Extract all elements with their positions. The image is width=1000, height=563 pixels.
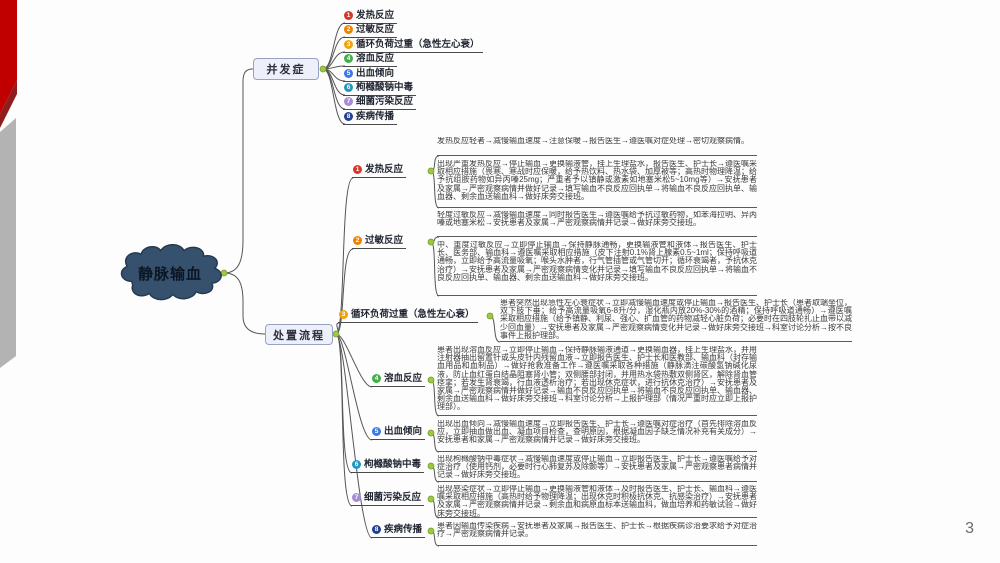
complication-item-1-label: 发热反应 xyxy=(356,10,395,21)
numbered-badge-icon: 6 xyxy=(344,83,353,92)
numbered-badge-icon: 8 xyxy=(344,112,353,121)
process-note-bleeding-tendency[interactable]: 出现出血倾向→减慢输血速度→立即报告医生、护士长→遵医嘱对症治疗（首先排除溶血反… xyxy=(437,420,757,452)
process-note-bacterial-contamination[interactable]: 出现感染症状→立即停止输血→更换输液管和液体→及时报告医生、护士长、输血科→遵医… xyxy=(437,485,757,518)
process-item-4-label: 溶血反应 xyxy=(384,373,423,384)
connector-cloud-process xyxy=(223,272,266,335)
complication-item-2[interactable]: 2 过敏反应 xyxy=(343,24,398,38)
complication-item-6[interactable]: 6 枸橼酸钠中毒 xyxy=(343,82,417,96)
process-note-disease-transmission[interactable]: 患者因输血传染疾病→安抚患者及家属→报告医生、护士长→根据疾病诊治要求给予对症治… xyxy=(437,522,757,546)
process-item-7-label: 细菌污染反应 xyxy=(364,492,422,503)
numbered-badge-icon: 2 xyxy=(353,236,362,245)
process-item-8[interactable]: 8 疾病传播 xyxy=(371,524,426,538)
process-note-fever-severe[interactable]: 出现严重发热反应→停止输血→更换输液管，挂上生理盐水，报告医生、护士长→遵医嘱采… xyxy=(437,160,757,208)
numbered-badge-icon: 7 xyxy=(352,493,361,502)
branch-process-label: 处置流程 xyxy=(273,329,325,342)
process-note-citrate-toxicity[interactable]: 出现枸橼酸钠中毒症状→减慢输血速度或停止输血→立即报告医生、护士长→遵医嘱给予对… xyxy=(437,455,757,482)
complication-item-8-label: 疾病传播 xyxy=(356,111,395,122)
branch-process[interactable]: 处置流程 xyxy=(265,324,333,345)
process-item-5-label: 出血倾向 xyxy=(384,426,423,437)
left-ribbon-decoration xyxy=(0,0,17,368)
complication-item-5[interactable]: 5 出血倾向 xyxy=(343,68,398,82)
complication-item-2-label: 过敏反应 xyxy=(356,24,395,35)
central-topic-label: 静脉输血 xyxy=(137,265,202,283)
process-item-6-label: 枸橼酸钠中毒 xyxy=(364,459,422,470)
numbered-badge-icon: 3 xyxy=(339,310,348,319)
process-note-allergy-mild[interactable]: 轻度过敏反应→减慢输血速度→同时报告医生→遵医嘱给予抗过敏药物，如苯海拉明、异丙… xyxy=(437,211,757,237)
complication-item-8[interactable]: 8 疾病传播 xyxy=(343,111,398,125)
process-item-3-label: 循环负荷过重（急性左心衰） xyxy=(351,309,475,320)
process-item-3[interactable]: 3 循环负荷过重（急性左心衰） xyxy=(338,309,478,323)
complication-item-4[interactable]: 4 溶血反应 xyxy=(343,53,398,67)
complication-item-7-label: 细菌污染反应 xyxy=(356,96,414,107)
numbered-badge-icon: 7 xyxy=(344,97,353,106)
complication-item-3-label: 循环负荷过重（急性左心衰） xyxy=(356,39,480,50)
process-item-2-label: 过敏反应 xyxy=(365,235,404,246)
numbered-badge-icon: 5 xyxy=(372,427,381,436)
process-note-hemolysis[interactable]: 患者出现溶血反应→立即停止输血→保持静脉输液通道→更换输血器，挂上生理盐水，并用… xyxy=(437,346,757,416)
complication-item-1[interactable]: 1 发热反应 xyxy=(343,10,398,24)
complication-item-3[interactable]: 3 循环负荷过重（急性左心衰） xyxy=(343,39,483,53)
process-note-circulatory-overload[interactable]: 患者突然出现急性左心衰症状→立即减慢输血速度或停止输血→报告医生、护士长（患者取… xyxy=(500,299,852,342)
complication-item-6-label: 枸橼酸钠中毒 xyxy=(356,82,414,93)
page-number: 3 xyxy=(965,520,974,537)
complication-item-4-label: 溶血反应 xyxy=(356,53,395,64)
numbered-badge-icon: 5 xyxy=(344,69,353,78)
numbered-badge-icon: 1 xyxy=(353,165,362,174)
branch-complications-label: 并发症 xyxy=(266,64,306,76)
numbered-badge-icon: 8 xyxy=(372,525,381,534)
complication-item-7[interactable]: 7 细菌污染反应 xyxy=(343,96,417,110)
numbered-badge-icon: 1 xyxy=(344,11,353,20)
process-item-1-label: 发热反应 xyxy=(365,164,404,175)
process-note-fever-mild[interactable]: 发热反应轻者→减慢输血速度→注意保暖→报告医生→遵医嘱对症处理→密切观察病情。 xyxy=(437,137,757,156)
numbered-badge-icon: 6 xyxy=(352,460,361,469)
process-item-4[interactable]: 4 溶血反应 xyxy=(371,373,426,387)
process-item-1[interactable]: 1 发热反应 xyxy=(352,164,407,178)
process-item-8-label: 疾病传播 xyxy=(384,524,423,535)
complication-item-5-label: 出血倾向 xyxy=(356,68,395,79)
process-item-2[interactable]: 2 过敏反应 xyxy=(352,235,407,249)
process-item-6[interactable]: 6 枸橼酸钠中毒 xyxy=(351,459,425,473)
numbered-badge-icon: 2 xyxy=(344,25,353,34)
numbered-badge-icon: 3 xyxy=(344,40,353,49)
process-item-5[interactable]: 5 出血倾向 xyxy=(371,426,426,440)
branch-complications[interactable]: 并发症 xyxy=(253,58,319,80)
cloud-shape-icon xyxy=(120,243,222,301)
central-topic[interactable]: 静脉输血 xyxy=(114,243,226,302)
process-note-allergy-severe[interactable]: 中、重度过敏反应→立即停止输血→保持静脉通畅，更换输液管和液体→报告医生、护士长… xyxy=(437,241,757,296)
numbered-badge-icon: 4 xyxy=(344,54,353,63)
process-item-7[interactable]: 7 细菌污染反应 xyxy=(351,492,425,506)
connector-cloud-complications xyxy=(223,68,254,274)
numbered-badge-icon: 4 xyxy=(372,374,381,383)
